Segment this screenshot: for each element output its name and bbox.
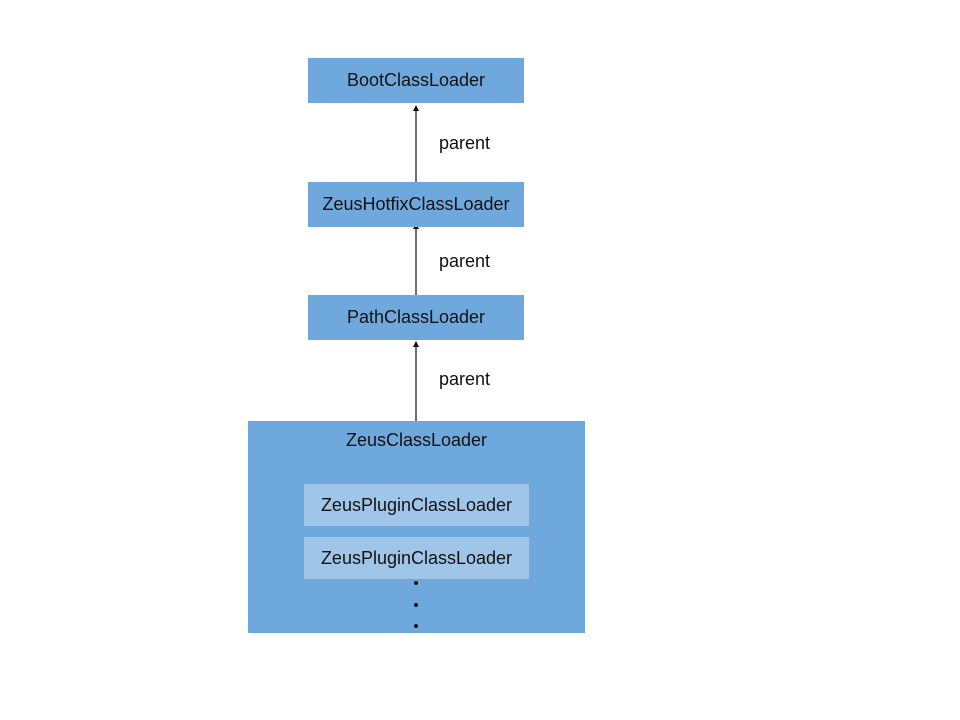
node-zeus-plugin-class-loader-1: ZeusPluginClassLoader [304,484,529,526]
ellipsis-dot-2 [414,603,418,607]
edge-label-path-hotfix: parent [439,251,491,271]
plugin-label-2: ZeusPluginClassLoader [320,547,513,568]
node-path-class-loader: PathClassLoader [308,295,524,340]
ellipsis-dot-1 [414,581,418,585]
ellipsis-dot-3 [414,624,418,628]
node-hotfix-label: ZeusHotfixClassLoader [322,194,510,214]
edge-label-zeus-path: parent [439,369,491,389]
node-zeus-plugin-class-loader-2: ZeusPluginClassLoader [304,537,529,579]
plugin-label-1: ZeusPluginClassLoader [320,494,513,515]
node-zeus-hotfix-class-loader: ZeusHotfixClassLoader [308,182,524,227]
edge-label-hotfix-boot: parent [439,133,491,153]
node-path-label: PathClassLoader [346,307,486,327]
node-boot-label: BootClassLoader [346,70,486,90]
node-zeus-class-loader: ZeusClassLoader ZeusPluginClassLoader Ze… [248,421,585,633]
node-zeus-label: ZeusClassLoader [345,430,488,450]
node-boot-class-loader: BootClassLoader [308,58,524,103]
